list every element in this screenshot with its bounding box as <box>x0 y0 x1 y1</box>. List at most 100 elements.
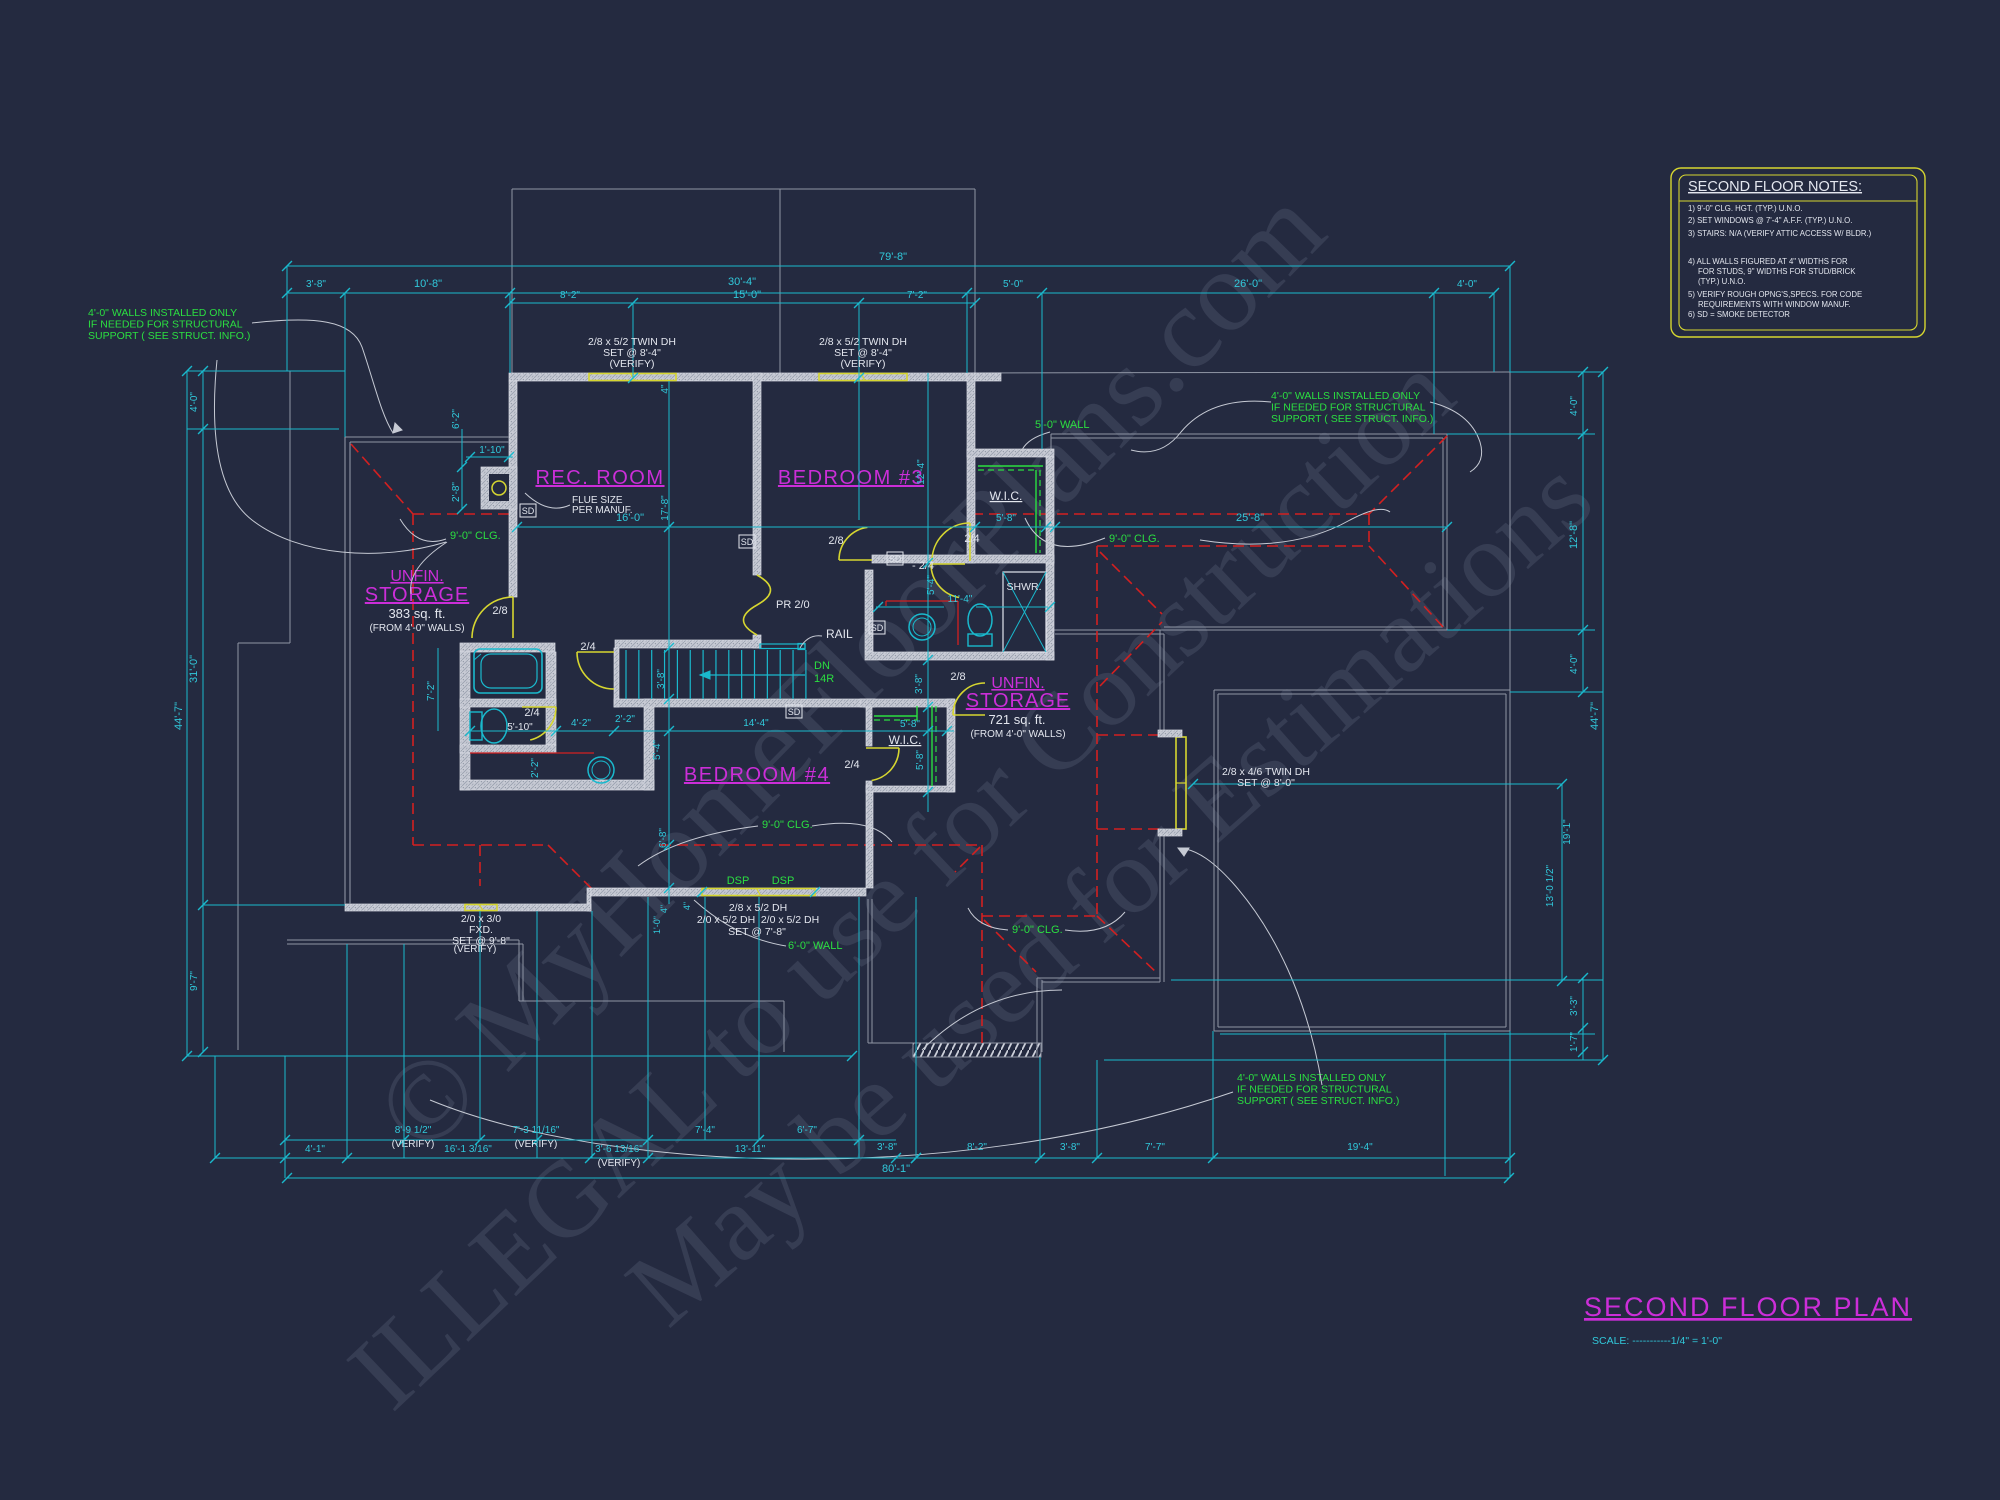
svg-text:6) SD = SMOKE DETECTOR: 6) SD = SMOKE DETECTOR <box>1688 310 1790 319</box>
svg-text:9'-0" CLG.: 9'-0" CLG. <box>450 530 501 542</box>
svg-text:SHWR.: SHWR. <box>1007 581 1042 593</box>
svg-text:IF NEEDED FOR STRUCTURAL: IF NEEDED FOR STRUCTURAL <box>1237 1084 1392 1096</box>
svg-text:80'-1": 80'-1" <box>882 1163 910 1175</box>
svg-text:9'-0" CLG.: 9'-0" CLG. <box>762 819 813 831</box>
svg-text:SECOND FLOOR PLAN: SECOND FLOOR PLAN <box>1584 1292 1912 1322</box>
svg-text:8'-9 1/2": 8'-9 1/2" <box>395 1125 432 1136</box>
svg-text:7'-2": 7'-2" <box>426 681 437 701</box>
svg-text:15'-0": 15'-0" <box>733 289 761 301</box>
svg-text:3'-8": 3'-8" <box>877 1142 897 1153</box>
svg-text:9'-7": 9'-7" <box>189 971 200 991</box>
svg-text:79'-8": 79'-8" <box>879 251 907 263</box>
svg-text:STORAGE: STORAGE <box>365 584 469 606</box>
svg-text:UNFIN.: UNFIN. <box>991 675 1044 692</box>
svg-text:25'-8": 25'-8" <box>1236 512 1264 524</box>
svg-text:PR 2/0: PR 2/0 <box>776 599 810 611</box>
svg-text:3'-8": 3'-8" <box>306 279 326 290</box>
svg-text:2/0 x 5/2 DH: 2/0 x 5/2 DH <box>697 914 755 926</box>
svg-text:SD: SD <box>889 554 902 564</box>
svg-text:SD: SD <box>871 623 884 633</box>
svg-text:4) ALL WALLS FIGURED AT 4" WID: 4) ALL WALLS FIGURED AT 4" WIDTHS FOR <box>1688 257 1848 266</box>
svg-text:FLUE SIZE: FLUE SIZE <box>572 495 623 506</box>
svg-text:DN: DN <box>814 660 830 672</box>
svg-text:5'-0": 5'-0" <box>1003 279 1023 290</box>
svg-text:SCALE: -----------1/4" = 1'-0": SCALE: -----------1/4" = 1'-0" <box>1592 1335 1722 1347</box>
svg-text:13'-11": 13'-11" <box>735 1144 766 1155</box>
svg-text:4'-0": 4'-0" <box>189 392 200 412</box>
svg-text:REC. ROOM: REC. ROOM <box>535 467 664 489</box>
svg-text:SECOND FLOOR NOTES:: SECOND FLOOR NOTES: <box>1688 179 1862 195</box>
svg-text:8'-2": 8'-2" <box>560 290 580 301</box>
svg-text:SUPPORT ( SEE STRUCT. INFO.): SUPPORT ( SEE STRUCT. INFO.) <box>1237 1095 1399 1107</box>
svg-text:(FROM 4'-0" WALLS): (FROM 4'-0" WALLS) <box>369 623 464 634</box>
svg-text:3'-6 13/16": 3'-6 13/16" <box>595 1144 643 1155</box>
svg-text:2'-2": 2'-2" <box>615 714 635 725</box>
svg-text:17'-8": 17'-8" <box>660 495 671 521</box>
svg-text:IF NEEDED FOR STRUCTURAL: IF NEEDED FOR STRUCTURAL <box>1271 402 1426 414</box>
svg-text:30'-4": 30'-4" <box>728 276 756 288</box>
svg-text:19'-4": 19'-4" <box>1347 1142 1373 1153</box>
svg-text:2/0 x 5/2 DH: 2/0 x 5/2 DH <box>761 914 819 926</box>
svg-text:STORAGE: STORAGE <box>966 690 1070 712</box>
svg-text:2/8 x 4/6 TWIN DH: 2/8 x 4/6 TWIN DH <box>1222 766 1310 778</box>
svg-text:SD: SD <box>788 707 801 717</box>
svg-text:11'-4": 11'-4" <box>948 594 973 605</box>
svg-text:4": 4" <box>660 384 671 394</box>
svg-text:8'-2": 8'-2" <box>967 1142 987 1153</box>
svg-text:16'-0": 16'-0" <box>616 512 644 524</box>
svg-text:2'-8": 2'-8" <box>451 482 462 502</box>
svg-text:- 2/4: - 2/4 <box>912 560 934 572</box>
svg-text:4": 4" <box>682 902 692 910</box>
svg-text:(VERIFY): (VERIFY) <box>841 358 886 370</box>
svg-text:5'-0" WALL: 5'-0" WALL <box>1035 419 1090 431</box>
svg-text:SET @ 8'-4": SET @ 8'-4" <box>834 347 892 359</box>
svg-text:9'-0" CLG.: 9'-0" CLG. <box>1109 533 1160 545</box>
svg-text:2/8 x 5/2 TWIN DH: 2/8 x 5/2 TWIN DH <box>588 336 676 348</box>
svg-text:2/8 x 5/2 DH: 2/8 x 5/2 DH <box>729 902 787 914</box>
svg-text:26'-0": 26'-0" <box>1234 278 1262 290</box>
svg-text:2/4: 2/4 <box>844 759 859 771</box>
svg-text:2'-2": 2'-2" <box>530 758 541 778</box>
svg-text:7'-7": 7'-7" <box>1145 1142 1165 1153</box>
svg-text:(VERIFY): (VERIFY) <box>392 1139 435 1150</box>
svg-text:4'-1": 4'-1" <box>305 1144 325 1155</box>
svg-text:UNFIN.: UNFIN. <box>390 568 443 585</box>
svg-text:SET @ 8'-0": SET @ 8'-0" <box>1237 777 1295 789</box>
svg-text:721 sq. ft.: 721 sq. ft. <box>988 712 1045 727</box>
svg-text:5'-8": 5'-8" <box>900 719 920 730</box>
svg-text:5'-8": 5'-8" <box>915 750 926 770</box>
svg-text:(VERIFY): (VERIFY) <box>610 358 655 370</box>
svg-text:7'-2": 7'-2" <box>907 290 927 301</box>
svg-text:5'-4": 5'-4" <box>652 740 663 760</box>
svg-text:1'-10": 1'-10" <box>479 445 505 456</box>
svg-text:12'-8": 12'-8" <box>1568 521 1580 549</box>
svg-text:SUPPORT ( SEE STRUCT. INFO.): SUPPORT ( SEE STRUCT. INFO.) <box>88 330 250 342</box>
svg-text:4'-0" WALLS INSTALLED ONLY: 4'-0" WALLS INSTALLED ONLY <box>1271 390 1420 402</box>
svg-text:SET @ 7'-8": SET @ 7'-8" <box>728 926 786 938</box>
svg-text:14R: 14R <box>814 673 834 685</box>
svg-text:(VERIFY): (VERIFY) <box>515 1139 558 1150</box>
svg-text:3'-3": 3'-3" <box>1569 996 1580 1016</box>
svg-text:2) SET WINDOWS @ 7'-4" A.F.F.: 2) SET WINDOWS @ 7'-4" A.F.F. (TYP.) U.N… <box>1688 216 1852 225</box>
svg-text:3) STAIRS: N/A (VERIFY ATTIC A: 3) STAIRS: N/A (VERIFY ATTIC ACCESS W/ B… <box>1688 229 1872 238</box>
svg-text:2/0 x 3/0: 2/0 x 3/0 <box>461 913 501 925</box>
svg-text:5) VERIFY ROUGH OPNG'S,SPECS.: 5) VERIFY ROUGH OPNG'S,SPECS. FOR CODE <box>1688 290 1862 299</box>
svg-text:(VERIFY): (VERIFY) <box>454 944 497 955</box>
svg-text:2/4: 2/4 <box>964 533 979 545</box>
svg-text:4'-0": 4'-0" <box>1569 654 1580 674</box>
svg-text:6'-0" WALL: 6'-0" WALL <box>788 940 843 952</box>
svg-text:BEDROOM #3: BEDROOM #3 <box>778 467 924 489</box>
svg-text:SET @ 8'-4": SET @ 8'-4" <box>603 347 661 359</box>
svg-text:44'-7": 44'-7" <box>1589 702 1601 730</box>
svg-text:(VERIFY): (VERIFY) <box>598 1158 641 1169</box>
svg-text:DSP: DSP <box>727 875 750 887</box>
svg-text:4'-0" WALLS INSTALLED ONLY: 4'-0" WALLS INSTALLED ONLY <box>88 307 237 319</box>
svg-text:FOR STUDS, 9" WIDTHS FOR STUD/: FOR STUDS, 9" WIDTHS FOR STUD/BRICK <box>1698 267 1856 276</box>
svg-text:2/4: 2/4 <box>580 641 595 653</box>
svg-text:PER MANUF.: PER MANUF. <box>572 505 633 516</box>
svg-text:SD: SD <box>741 537 754 547</box>
svg-text:FXD.: FXD. <box>469 924 493 936</box>
svg-text:(TYP.) U.N.O.: (TYP.) U.N.O. <box>1698 277 1746 286</box>
svg-text:3'-8": 3'-8" <box>1060 1142 1080 1153</box>
svg-text:BEDROOM #4: BEDROOM #4 <box>684 764 830 786</box>
